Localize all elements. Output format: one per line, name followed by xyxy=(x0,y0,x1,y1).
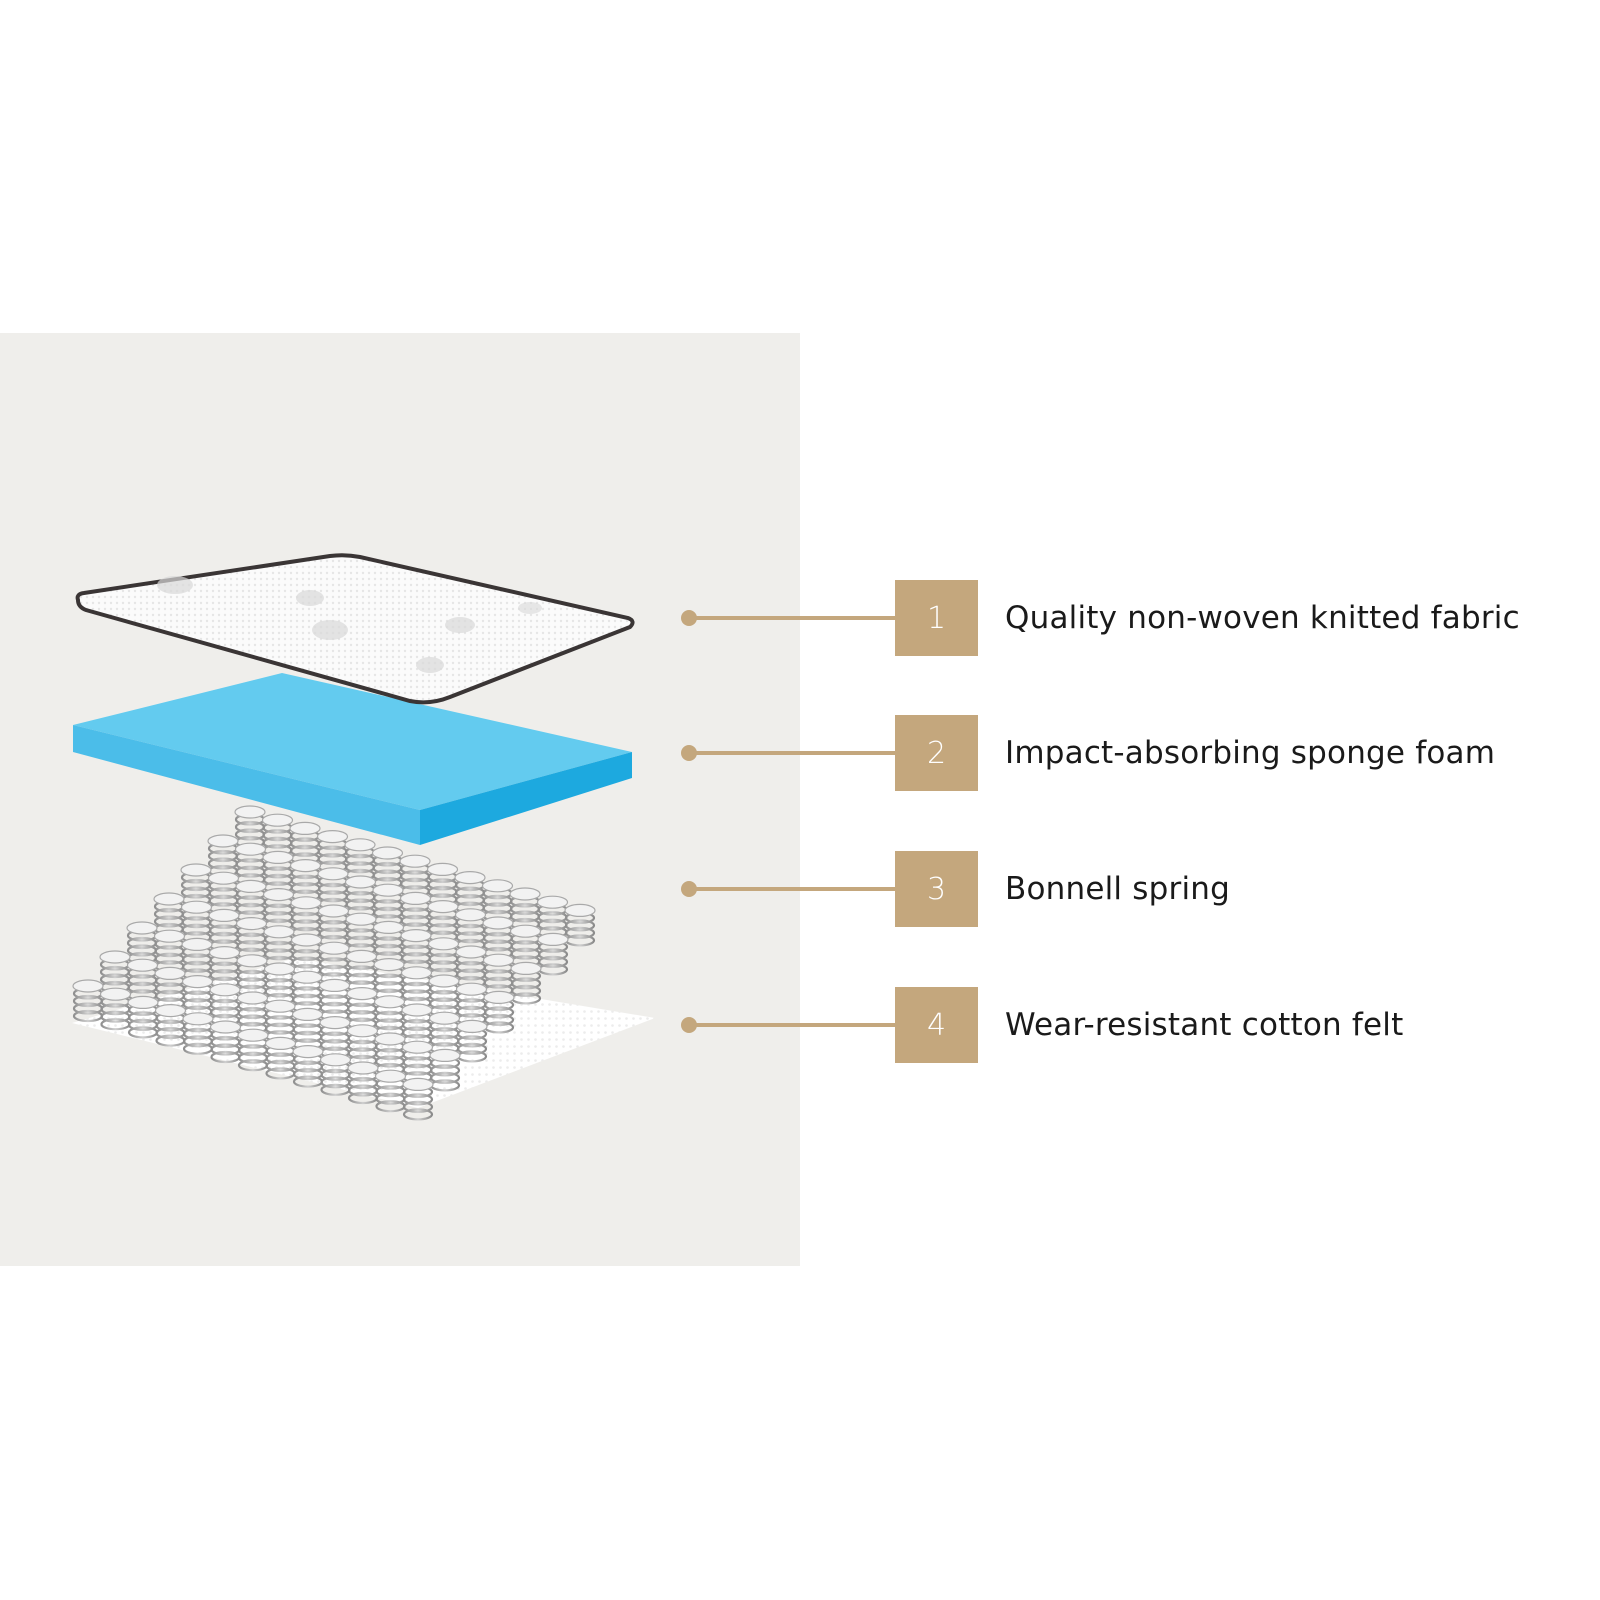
pointer-dot-icon xyxy=(681,745,697,761)
layer-number-badge: 2 xyxy=(895,715,978,791)
layer-number-badge: 3 xyxy=(895,851,978,927)
sponge-foam-layer-icon xyxy=(73,673,632,845)
pointer-dot-icon xyxy=(681,1017,697,1033)
layer-callout-4: 4 Wear-resistant cotton felt xyxy=(0,987,1600,1063)
pointer-dot-icon xyxy=(681,610,697,626)
layer-number-badge: 1 xyxy=(895,580,978,656)
layer-callout-2: 2 Impact-absorbing sponge foam xyxy=(0,715,1600,791)
layer-label: Impact-absorbing sponge foam xyxy=(1005,735,1496,771)
pointer-dot-icon xyxy=(681,881,697,897)
bonnell-spring-layer-icon xyxy=(72,805,596,1121)
pointer-line xyxy=(690,1023,896,1027)
layer-callout-3: 3 Bonnell spring xyxy=(0,851,1600,927)
layer-callout-1: 1 Quality non-woven knitted fabric xyxy=(0,580,1600,656)
layer-label: Wear-resistant cotton felt xyxy=(1005,1007,1404,1043)
layer-label: Bonnell spring xyxy=(1005,871,1230,907)
pointer-line xyxy=(690,751,896,755)
layer-label: Quality non-woven knitted fabric xyxy=(1005,600,1520,636)
layer-number-badge: 4 xyxy=(895,987,978,1063)
pointer-line xyxy=(690,887,896,891)
pointer-line xyxy=(690,616,896,620)
knitted-fabric-layer-icon xyxy=(75,553,635,705)
mattress-exploded-illustration xyxy=(72,553,655,1121)
